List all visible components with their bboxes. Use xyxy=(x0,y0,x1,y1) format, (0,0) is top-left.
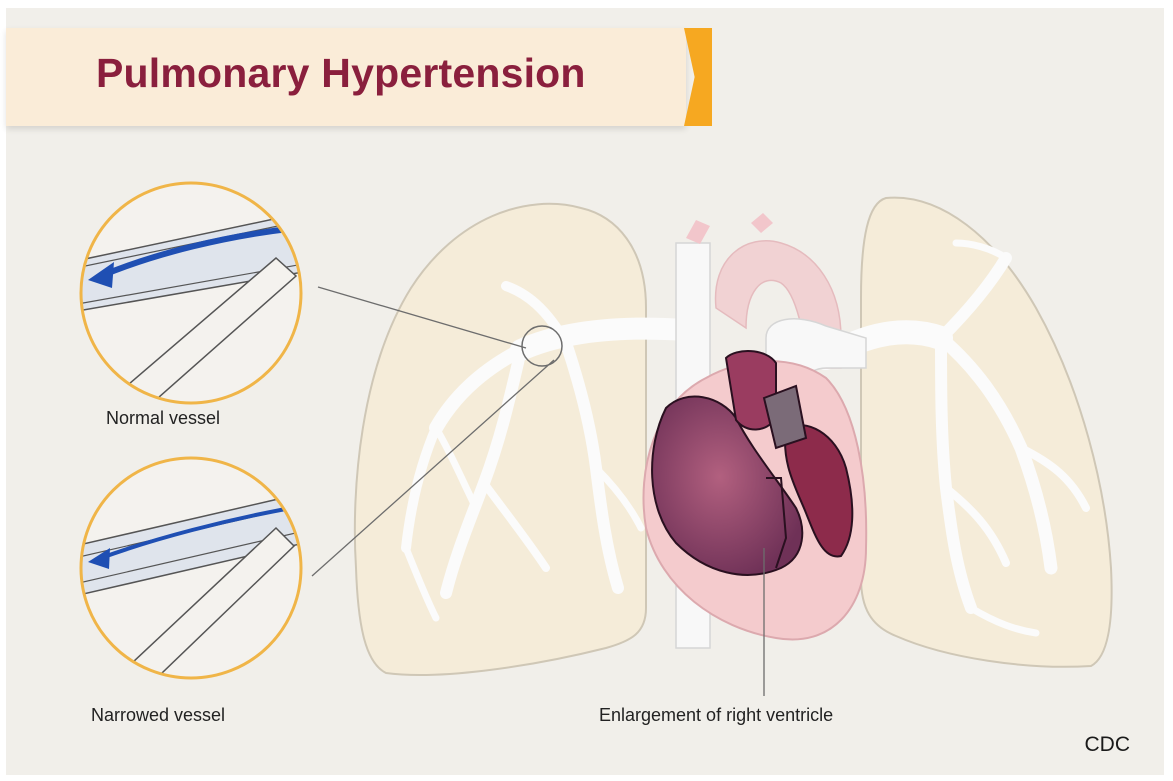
right-lung xyxy=(861,198,1112,667)
normal-vessel-zoom xyxy=(66,183,326,428)
normal-vessel-label: Normal vessel xyxy=(106,408,220,429)
source-credit: CDC xyxy=(1085,733,1131,757)
aortic-branches xyxy=(686,213,773,244)
figure-panel: Pulmonary Hypertension xyxy=(6,8,1164,775)
narrowed-vessel-zoom xyxy=(66,458,326,698)
narrowed-vessel-label: Narrowed vessel xyxy=(91,705,225,726)
right-ventricle-label: Enlargement of right ventricle xyxy=(599,705,833,726)
heart-lung-diagram xyxy=(6,8,1164,775)
